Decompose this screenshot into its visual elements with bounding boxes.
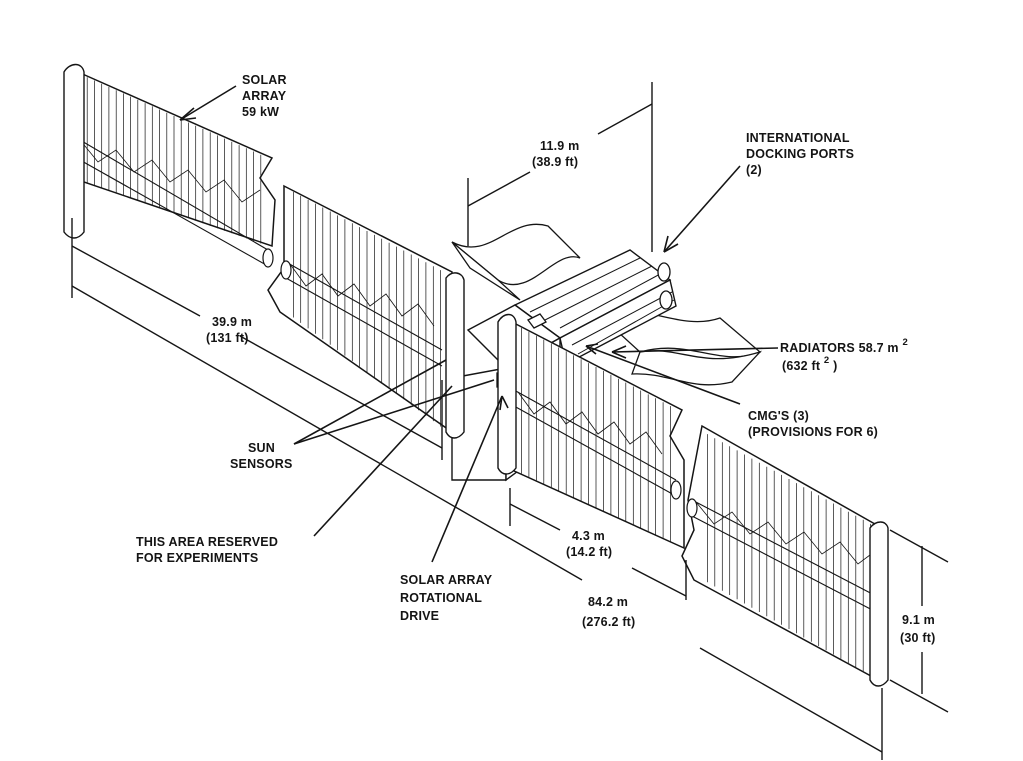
solar-array-line2: ARRAY [242,89,287,103]
reserved-area-line2: FOR EXPERIMENTS [136,551,258,565]
sun-sensors-line2: SENSORS [230,457,293,471]
label-array-height: 9.1 m (30 ft) [900,613,935,645]
label-total-span: 84.2 m (276.2 ft) [582,595,635,629]
wing-length-m: 39.9 m [212,315,252,329]
label-radiators: RADIATORS 58.7 m 2 (632 ft 2 ) [780,337,908,373]
svg-text:RADIATORS 58.7 m 2: RADIATORS 58.7 m 2 [780,337,908,355]
rotational-drive-line1: SOLAR ARRAY [400,573,493,587]
label-panel-spacing: 4.3 m (14.2 ft) [566,529,612,559]
cmgs-line1: CMG'S (3) [748,409,809,423]
label-docking-length: 11.9 m (38.9 ft) [532,139,579,169]
label-cmgs: CMG'S (3) (PROVISIONS FOR 6) [748,409,878,439]
radiators-area: RADIATORS 58.7 m [780,341,899,355]
rotational-drive-line2: ROTATIONAL [400,591,482,605]
docking-length-m: 11.9 m [540,139,579,153]
svg-text:(632 ft 2 ): (632 ft 2 ) [782,352,837,373]
wing-length-ft: (131 ft) [206,331,249,345]
docking-length-ft: (38.9 ft) [532,155,578,169]
cmgs-line2: (PROVISIONS FOR 6) [748,425,878,439]
solar-array-power: 59 kW [242,105,279,119]
right-solar-wing [497,313,889,687]
array-height-m: 9.1 m [902,613,935,627]
rotational-drive-line3: DRIVE [400,609,439,623]
radiators-area-ft: (632 ft [782,359,821,373]
panel-spacing-ft: (14.2 ft) [566,545,612,559]
total-span-m: 84.2 m [588,595,628,609]
panel-spacing-m: 4.3 m [572,529,605,543]
docking-ports-count: (2) [746,163,762,177]
docking-ports-line2: DOCKING PORTS [746,147,854,161]
array-height-ft: (30 ft) [900,631,935,645]
label-rotational-drive: SOLAR ARRAY ROTATIONAL DRIVE [400,573,493,623]
reserved-area-line1: THIS AREA RESERVED [136,535,278,549]
radiators-area-ft-close: ) [833,359,837,373]
solar-array-line1: SOLAR [242,73,287,87]
docking-ports-line1: INTERNATIONAL [746,131,850,145]
radiators-area-sup: 2 [902,337,907,348]
label-docking-ports: INTERNATIONAL DOCKING PORTS (2) [746,131,854,177]
left-solar-wing [63,63,465,439]
label-wing-length: 39.9 m (131 ft) [206,315,252,345]
sun-sensors-line1: SUN [248,441,275,455]
radiators-area-ft-sup: 2 [824,355,829,366]
label-solar-array: SOLAR ARRAY 59 kW [242,73,287,119]
label-sun-sensors: SUN SENSORS [230,441,293,471]
leader-lines [179,85,779,563]
label-reserved-area: THIS AREA RESERVED FOR EXPERIMENTS [136,535,278,565]
total-span-ft: (276.2 ft) [582,615,635,629]
